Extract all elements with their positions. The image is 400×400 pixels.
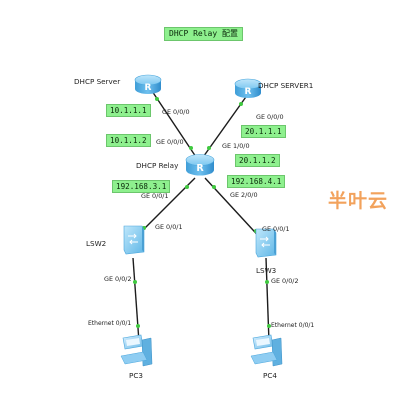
watermark-logo: 半叶云 bbox=[328, 190, 389, 212]
port-dot bbox=[207, 146, 211, 150]
port-label: GE 0/0/0 bbox=[156, 138, 184, 146]
svg-text:R: R bbox=[145, 83, 152, 93]
port-dot bbox=[212, 185, 216, 189]
pc-icon[interactable] bbox=[120, 334, 153, 367]
port-label: GE 0/0/2 bbox=[271, 277, 299, 285]
port-label: GE 1/0/0 bbox=[222, 142, 250, 150]
port-dot bbox=[239, 102, 243, 106]
port-dot bbox=[133, 280, 137, 284]
svg-text:R: R bbox=[196, 163, 204, 174]
svg-text:R: R bbox=[245, 87, 252, 97]
link-lsw3-pc4 bbox=[265, 257, 270, 343]
router-icon[interactable]: R bbox=[234, 78, 262, 98]
ip-label-relay-to-server: 10.1.1.2 bbox=[106, 134, 151, 147]
ip-label-relay-to-lsw2: 192.168.3.1 bbox=[112, 180, 171, 193]
ip-label-relay-to-lsw3: 192.168.4.1 bbox=[227, 175, 286, 188]
port-dot bbox=[265, 280, 269, 284]
port-dot bbox=[136, 324, 140, 328]
port-label: GE 2/0/0 bbox=[230, 191, 258, 199]
port-dot bbox=[185, 185, 189, 189]
port-label: GE 0/0/1 bbox=[155, 223, 183, 231]
device-label-lsw2: LSW2 bbox=[86, 239, 107, 248]
device-label-dhcp-server: DHCP Server bbox=[74, 77, 121, 86]
pc-icon[interactable] bbox=[250, 334, 283, 367]
device-label-dhcp-relay: DHCP Relay bbox=[136, 161, 179, 170]
device-label-pc3: PC3 bbox=[129, 371, 143, 380]
port-label: GE 0/0/1 bbox=[141, 192, 169, 200]
ip-label-server: 10.1.1.1 bbox=[106, 104, 151, 117]
port-label: GE 0/0/1 bbox=[262, 225, 290, 233]
port-label: GE 0/0/2 bbox=[104, 275, 132, 283]
port-label: Ethernet 0/0/1 bbox=[88, 320, 132, 327]
ip-label-relay-to-server1: 20.1.1.2 bbox=[235, 154, 280, 167]
router-icon[interactable]: R bbox=[134, 74, 162, 94]
port-dot bbox=[267, 324, 271, 328]
port-dot bbox=[155, 97, 159, 101]
port-dot bbox=[189, 146, 193, 150]
router-icon[interactable]: R bbox=[185, 154, 215, 176]
device-label-dhcp-server1: DHCP SERVER1 bbox=[258, 81, 314, 90]
port-label: GE 0/0/0 bbox=[256, 113, 284, 121]
device-label-lsw3: LSW3 bbox=[256, 266, 277, 275]
port-dots bbox=[133, 97, 271, 328]
device-label-pc4: PC4 bbox=[263, 371, 277, 380]
link-lsw2-pc3 bbox=[132, 257, 140, 343]
port-label: Ethernet 0/0/1 bbox=[271, 322, 315, 329]
port-label: GE 0/0/0 bbox=[162, 108, 190, 116]
switch-icon[interactable] bbox=[255, 228, 277, 258]
diagram-title: DHCP Relay 配置 bbox=[164, 27, 243, 41]
switch-icon[interactable] bbox=[123, 225, 145, 255]
ip-label-server1: 20.1.1.1 bbox=[241, 125, 286, 138]
